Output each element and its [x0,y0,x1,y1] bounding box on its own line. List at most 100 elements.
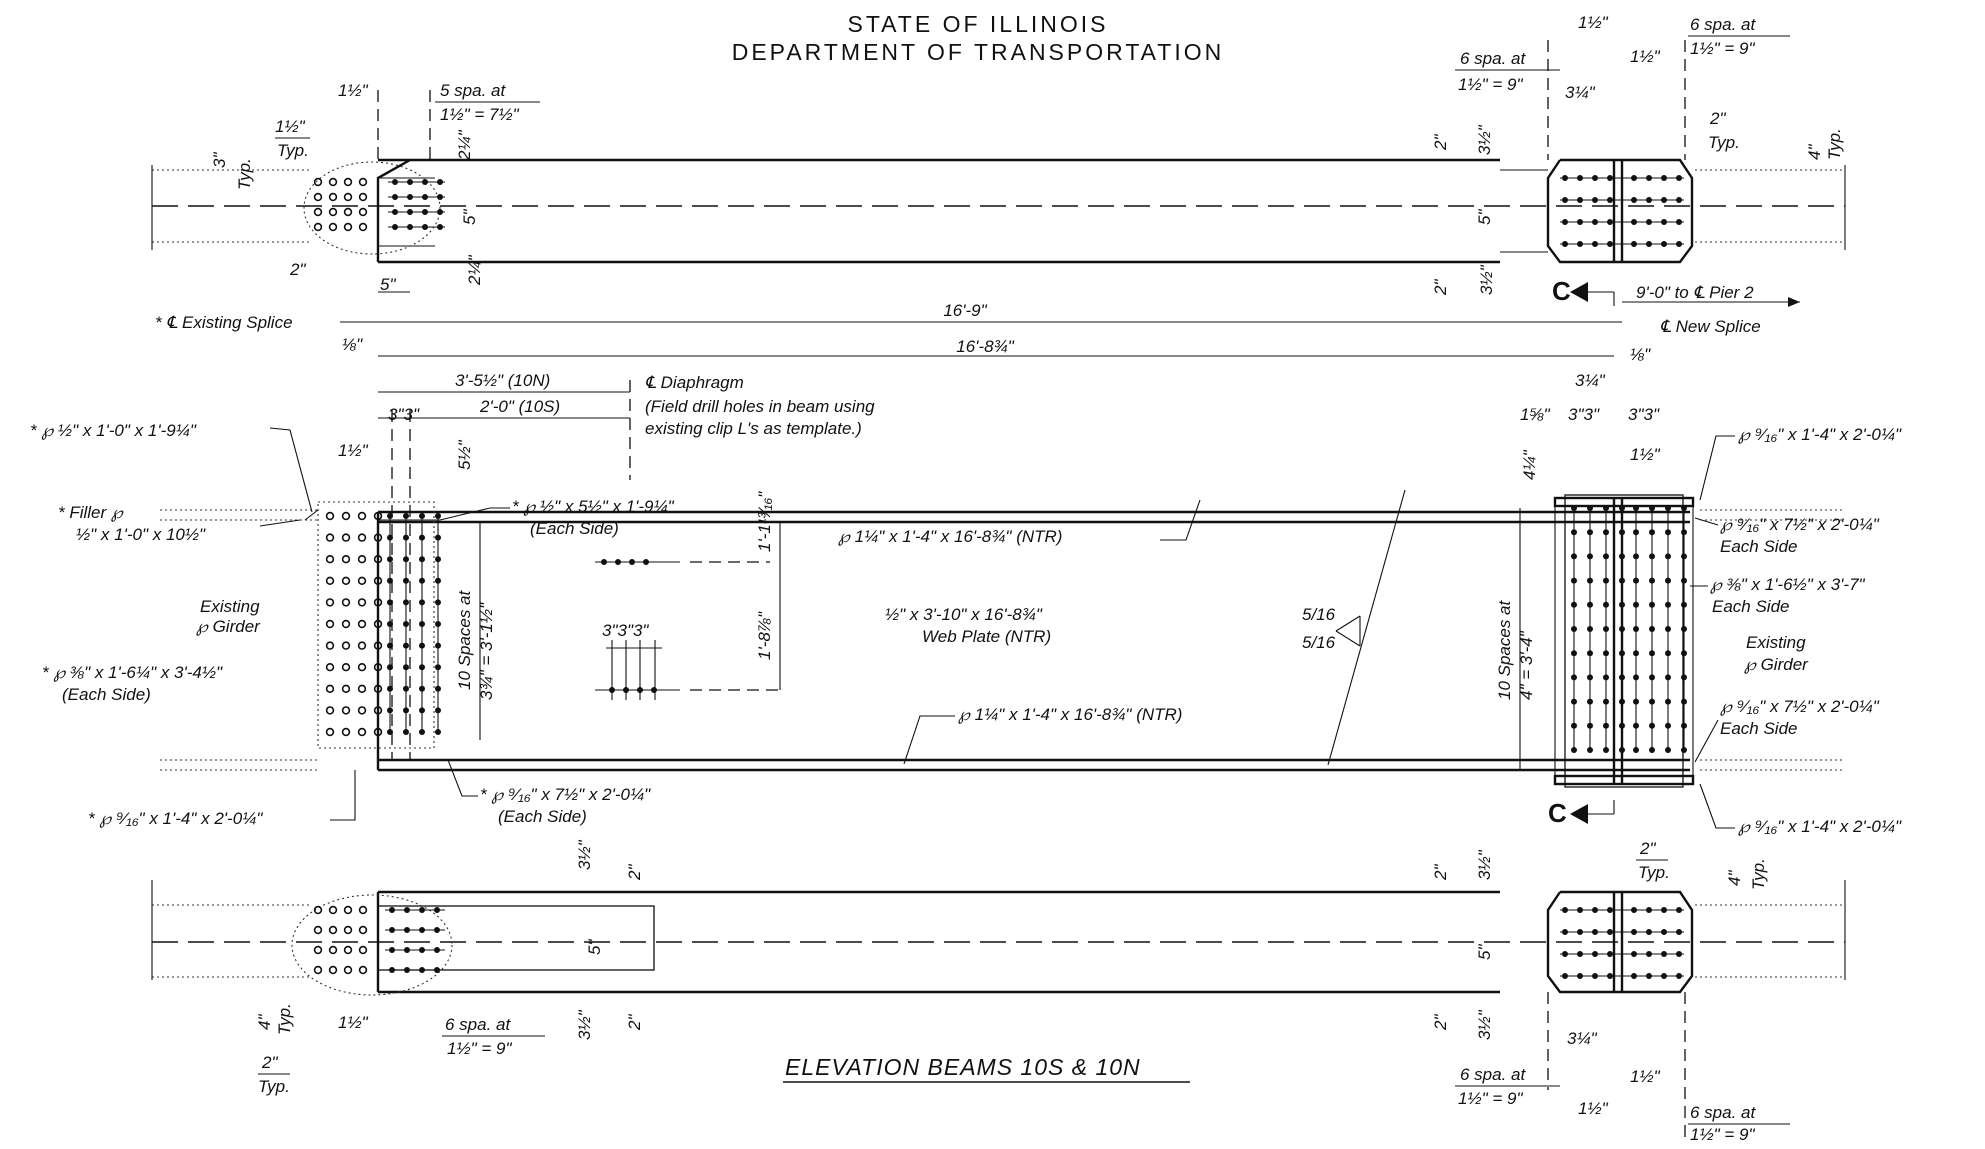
diaphragm-note-1: (Field drill holes in beam using [645,397,875,416]
dim-16-8-3q: 16'-8¾" [956,337,1014,356]
dim-eighth-l: ⅛" [342,335,363,354]
typ-tl-v: Typ. [235,158,254,190]
dim-1-8-7-8: 1'-8⅞" [755,611,774,660]
dim-3h-bl1: 3½" [575,839,594,870]
dim-3-3-3: 3"3"3" [602,621,649,640]
existing-hole [325,619,335,629]
diaphragm-bolt-hole [629,559,635,565]
pl-half-1: * ℘ ½" x 5½" x 1'-9¼" [512,497,675,516]
existing-hole [313,905,323,915]
existing-splice-label: * ℄ Existing Splice [155,313,293,332]
dim-3h-r1: 3½" [1475,124,1494,155]
dim-1-1-13-16: 1'-1¹³⁄₁₆" [755,491,774,552]
existing-hole [373,533,383,542]
existing-hole [373,576,383,585]
existing-hole [328,905,338,915]
existing-hole [325,598,335,607]
dim-1-5-8: 1⅝" [1520,405,1551,424]
existing-hole [373,706,383,715]
existing-hole [328,945,338,955]
dim-eighth-r: ⅛" [1630,345,1651,364]
filler-label-2: ½" x 1'-0" x 10½" [76,525,206,544]
existing-hole [358,905,368,915]
dim-3q-tr: 3¼" [1565,83,1596,102]
new-splice-label: ℄ New Splice [1660,317,1761,336]
diaphragm-note-2: existing clip L's as template.) [645,419,862,438]
pl-half-2: (Each Side) [530,519,619,538]
dim-2-bl2: 2" [625,1014,644,1031]
diaphragm-bolt-hole [623,687,629,693]
existing-hole [313,207,323,217]
existing-hole [343,207,353,217]
pl-top-left: * ℘ ½" x 1'-0" x 1'-9¼" [30,421,197,440]
existing-girder-left-2: ℘ Girder [196,617,261,636]
pl-bot-inner-1: * ℘ ⁹⁄₁₆" x 7½" x 2'-0¼" [480,785,651,804]
typ-bl: Typ. [258,1077,290,1096]
flange-bot-label: ℘ 1¼" x 1'-4" x 16'-8¾" (NTR) [958,705,1182,724]
dim-3-3-left: 3"3" [388,405,420,424]
existing-hole [313,177,323,187]
spaces-left-1: 10 Spaces at [455,589,474,690]
spa6-br3-1: 6 spa. at [1690,1103,1756,1122]
existing-hole [358,207,368,217]
existing-hole [341,706,351,715]
spaces-left-2: 3¾" = 3'-1½" [477,602,496,700]
existing-hole [343,965,353,975]
existing-hole [313,222,323,232]
typ-tr-v: Typ. [1825,128,1844,160]
typ-br: Typ. [1638,863,1670,882]
existing-hole [358,222,368,232]
existing-hole [373,662,383,672]
main-elevation: 3"3"3" 1'-1¹³⁄₁₆" 1'-8⅞" ℘ 1¼" x 1'-4" x… [30,371,1902,836]
typ-br-v: Typ. [1749,858,1768,890]
bolt-holes [313,175,1687,979]
dim-3q-mid: 3¼" [1575,371,1606,390]
existing-hole [373,727,383,737]
r-pl-top-in-1: ℘ ⁹⁄₁₆" x 7½" x 2'-0¼" [1720,515,1880,534]
dim-1h-mid: 1½" [1630,445,1661,464]
existing-hole [325,576,335,585]
dim-10n: 3'-5½" (10N) [455,371,550,390]
existing-girder-right-1: Existing [1746,633,1806,652]
dim-5-tl-b: 5" [380,275,396,294]
dim-3h-br1: 3½" [1475,849,1494,880]
dim-3-3-r1: 3"3" [1568,405,1600,424]
dim-2-bl1: 2" [625,864,644,881]
diaphragm-label: ℄ Diaphragm [645,373,744,392]
web-label-2: Web Plate (NTR) [922,627,1051,646]
existing-hole [358,177,368,187]
spaces-right-1: 10 Spaces at [1495,599,1514,700]
spa6-tr-1: 6 spa. at [1690,15,1756,34]
existing-hole [325,511,335,521]
existing-hole [341,554,351,564]
header-state: STATE OF ILLINOIS [847,11,1108,37]
existing-hole [328,965,338,975]
existing-hole [357,684,367,693]
dim-5-br: 5" [1475,944,1494,960]
dim-1h-bl: 1½" [338,1013,369,1032]
diaphragm-bolt-hole [643,559,649,565]
diaphragm-bolt-hole [601,559,607,565]
dim-2-bl: 2" [261,1053,278,1072]
dim-2-r2: 2" [1431,279,1450,296]
dim-5-tl: 5" [460,209,479,225]
existing-hole [357,533,367,542]
dim-2-br2: 2" [1431,1014,1450,1031]
dim-2-tr: 2" [1709,109,1726,128]
existing-hole [341,727,351,737]
existing-hole [357,554,367,564]
spa6-tl-2: 1½" = 9" [1458,75,1523,94]
existing-hole [373,641,383,650]
existing-hole [358,925,368,935]
existing-hole [341,598,351,607]
weld-size-2: 5/16 [1302,633,1336,652]
r-pl-bot-in-1: ℘ ⁹⁄₁₆" x 7½" x 2'-0¼" [1720,697,1880,716]
spa5-line1: 5 spa. at [440,81,506,100]
dim-3-3-r2: 3"3" [1628,405,1660,424]
spa5-line2: 1½" = 7½" [440,105,520,124]
r-pl-web-2: Each Side [1712,597,1790,616]
existing-hole [313,925,323,935]
top-flange-plan: 1½" 5 spa. at 1½" = 7½" 1½" Typ. 3" Typ.… [151,13,1846,306]
existing-hole [357,641,367,650]
existing-hole [341,619,351,629]
